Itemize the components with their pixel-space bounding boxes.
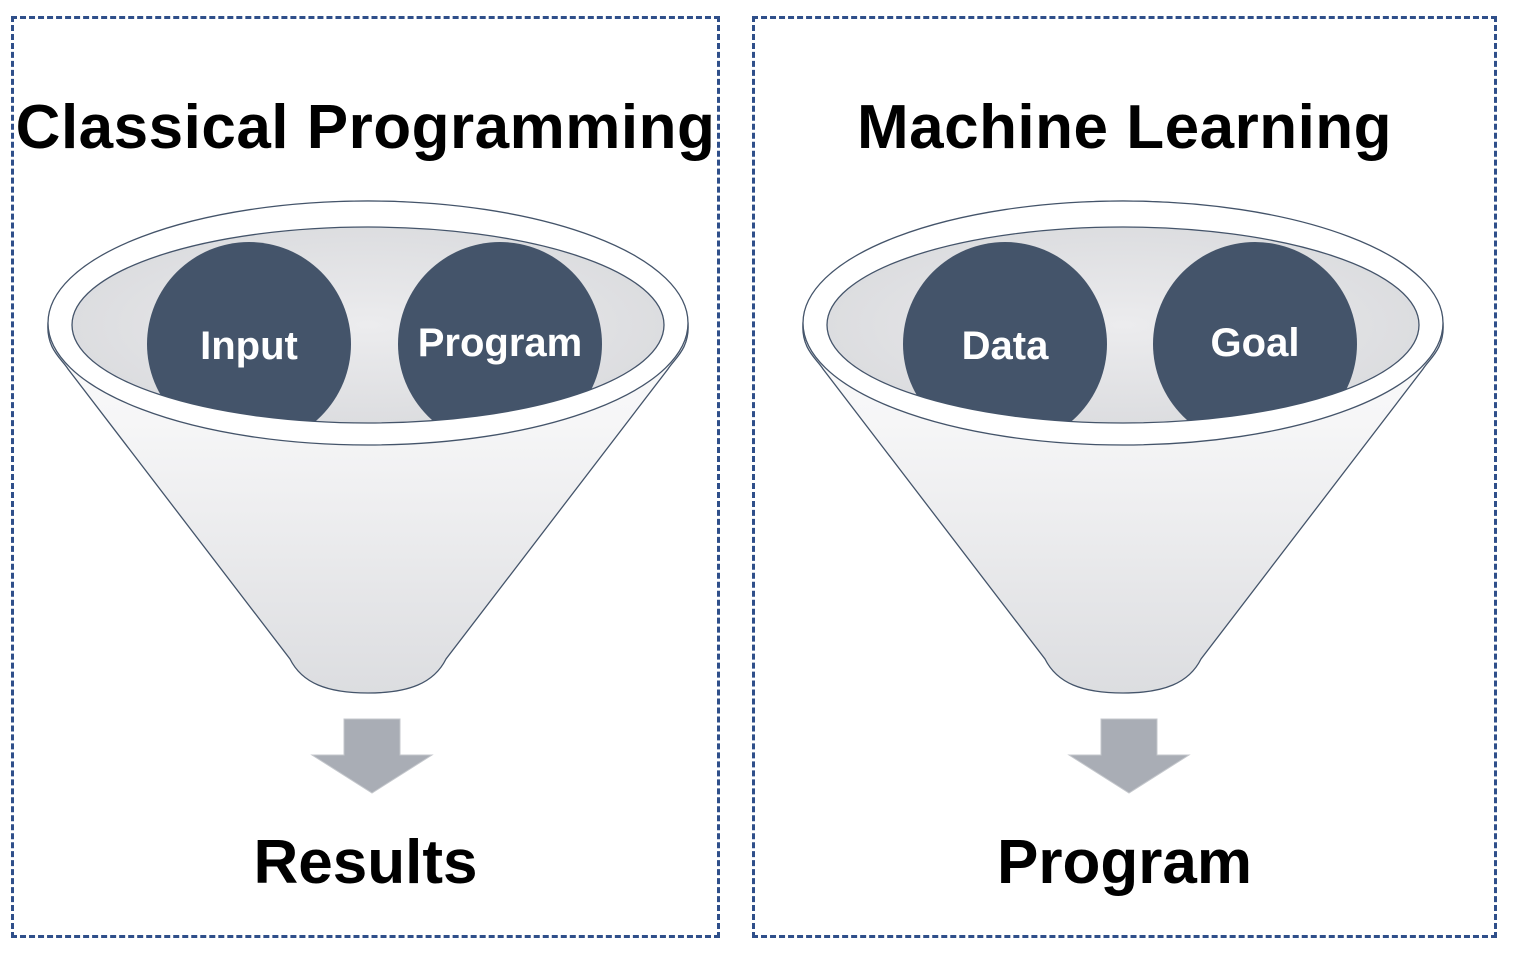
funnel-diagram: Input Program — [47, 200, 689, 794]
bubble-label-program: Program — [418, 321, 583, 365]
input-bubble — [147, 242, 351, 423]
bubble-label-input: Input — [200, 324, 298, 368]
panel-title: Machine Learning — [856, 93, 1393, 162]
bubble-label-data: Data — [962, 324, 1049, 368]
bubble-label-goal: Goal — [1211, 321, 1300, 365]
down-arrow-icon — [1067, 718, 1191, 794]
output-label: Results — [253, 828, 478, 897]
data-bubble — [903, 242, 1107, 423]
machine-learning-panel: Machine Learning Data Goal Program — [752, 16, 1497, 938]
output-label: Program — [997, 828, 1252, 897]
classical-programming-panel: Classical Programming Input P — [11, 16, 720, 938]
panel-title: Classical Programming — [15, 93, 716, 162]
program-bubble — [398, 242, 602, 423]
funnel-diagram: Data Goal — [802, 200, 1444, 794]
down-arrow-icon — [310, 718, 434, 794]
goal-bubble — [1153, 242, 1357, 423]
